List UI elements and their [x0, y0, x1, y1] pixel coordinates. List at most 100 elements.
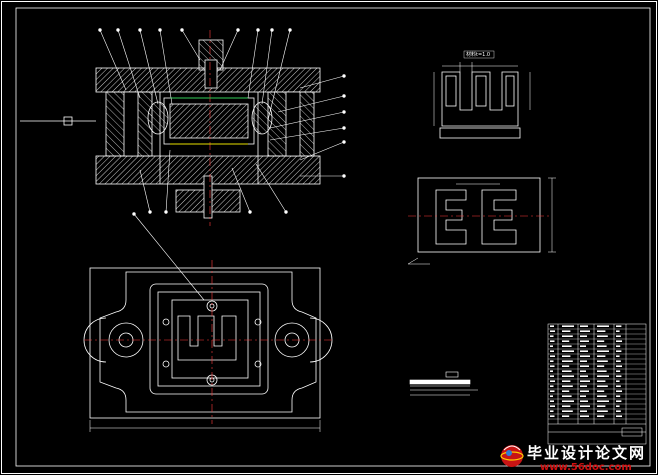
parts-list-cell-mark [616, 330, 620, 332]
parts-list-cell-mark [550, 415, 555, 417]
watermark-site-url: www.56doc.com [540, 462, 632, 473]
parts-list-cell-mark [616, 335, 621, 337]
parts-list-cell-mark [597, 405, 606, 407]
title-block-bottom [548, 423, 646, 437]
parts-list-cell-mark [580, 350, 588, 352]
parts-list-cell-mark [597, 370, 607, 372]
parts-list-cell-mark [580, 340, 589, 342]
parts-list-cell-mark [550, 405, 555, 407]
parts-list-cell-mark [580, 345, 586, 347]
parts-list-cell-mark [616, 380, 620, 382]
parts-list-cell-mark [550, 335, 554, 337]
parts-list-cell-mark [562, 345, 572, 347]
parts-list-cell-mark [597, 345, 607, 347]
parts-list-cell-mark [616, 395, 621, 397]
parts-list-cell-mark [562, 360, 573, 362]
parts-list-cell-mark [580, 375, 588, 377]
parts-list-cell-mark [616, 385, 621, 387]
parts-list-cell-mark [580, 415, 589, 417]
drawing-inner-frame [15, 7, 651, 467]
parts-list-cell-mark [550, 365, 555, 367]
parts-list-cell-mark [550, 345, 553, 347]
parts-list-cell-mark [580, 330, 590, 332]
technical-note [409, 371, 478, 396]
parts-list-cell-mark [616, 340, 622, 342]
label-box [463, 50, 495, 59]
part-material-label: 材料t=1.0 [466, 51, 490, 58]
parts-list-cell-mark [597, 400, 609, 402]
watermark: 毕业设计论文网 www.56doc.com [500, 444, 646, 473]
parts-list-cell-mark [580, 385, 587, 387]
parts-list-cell-mark [580, 360, 587, 362]
parts-list-cell-mark [597, 410, 608, 412]
parts-list-cell-mark [562, 385, 573, 387]
parts-list-cell-mark [597, 390, 605, 392]
parts-list-cell-mark [550, 390, 555, 392]
parts-list-cell-mark [550, 360, 554, 362]
parts-list-cell-mark [550, 370, 553, 372]
parts-list-cell-mark [616, 410, 621, 412]
parts-list-cell-mark [580, 335, 587, 337]
parts-list-cell-mark [562, 325, 574, 327]
parts-list-cell-mark [562, 365, 570, 367]
parts-list-cell-mark [597, 340, 605, 342]
parts-list-cell-mark [562, 390, 570, 392]
parts-list-cell-mark [550, 375, 554, 377]
watermark-site-name: 毕业设计论文网 [527, 444, 646, 462]
parts-list-cell-mark [562, 330, 571, 332]
parts-list-cell-mark [616, 325, 622, 327]
parts-list-cell-mark [562, 335, 573, 337]
parts-list-cell-mark [616, 375, 622, 377]
parts-list-cell-mark [562, 395, 572, 397]
parts-list-cell-mark [597, 330, 606, 332]
part-front-view [433, 62, 531, 139]
parts-list-cell-mark [616, 365, 622, 367]
parts-list-cell-mark [562, 410, 573, 412]
globe-logo-icon [500, 445, 524, 467]
parts-list-cell-mark [580, 365, 589, 367]
die-section-view [20, 30, 321, 226]
parts-list-cell-mark [562, 355, 571, 357]
parts-list-cell-mark [597, 380, 606, 382]
parts-list-cell-mark [562, 375, 574, 377]
parts-list-cell-mark [550, 380, 555, 382]
parts-list-cell-mark [550, 330, 555, 332]
parts-list-cell-mark [580, 370, 586, 372]
parts-list-cell-mark [616, 360, 621, 362]
parts-list-cell-mark [562, 370, 572, 372]
parts-list-cell-mark [562, 415, 570, 417]
parts-list-cell-mark [562, 340, 570, 342]
parts-list-cell-mark [616, 345, 621, 347]
parts-list-cell-mark [616, 405, 620, 407]
parts-list-cell-mark [550, 355, 555, 357]
parts-list-cell-mark [562, 380, 571, 382]
part-leader-lines [98, 28, 346, 301]
parts-list-cell-mark [616, 355, 620, 357]
parts-list-cell-mark [616, 370, 621, 372]
parts-list-cell-mark [597, 415, 605, 417]
parts-list-cell-mark [550, 325, 554, 327]
parts-list-cell-mark [580, 325, 588, 327]
parts-list-cell-mark [580, 405, 590, 407]
parts-list-cell-mark [562, 400, 574, 402]
parts-list-cell-mark [616, 400, 622, 402]
part-blank-view [407, 177, 556, 265]
parts-list-cell-mark [580, 390, 589, 392]
parts-list-cell-mark [597, 325, 609, 327]
parts-list-cell-mark [550, 395, 553, 397]
parts-list-cell-mark [562, 350, 574, 352]
parts-list-cell-mark [597, 355, 606, 357]
parts-list-cell-mark [550, 350, 554, 352]
parts-list-cell-mark [550, 400, 554, 402]
parts-list-cell-mark [580, 410, 587, 412]
parts-list-cell-mark [550, 410, 554, 412]
parts-list-cell-mark [597, 360, 608, 362]
parts-list-rows [548, 328, 646, 420]
parts-list-cell-mark [580, 395, 586, 397]
parts-list-cell-mark [597, 385, 608, 387]
parts-list-cell-mark [597, 335, 608, 337]
parts-list-text-marks [550, 325, 622, 417]
parts-list-cell-mark [616, 390, 622, 392]
